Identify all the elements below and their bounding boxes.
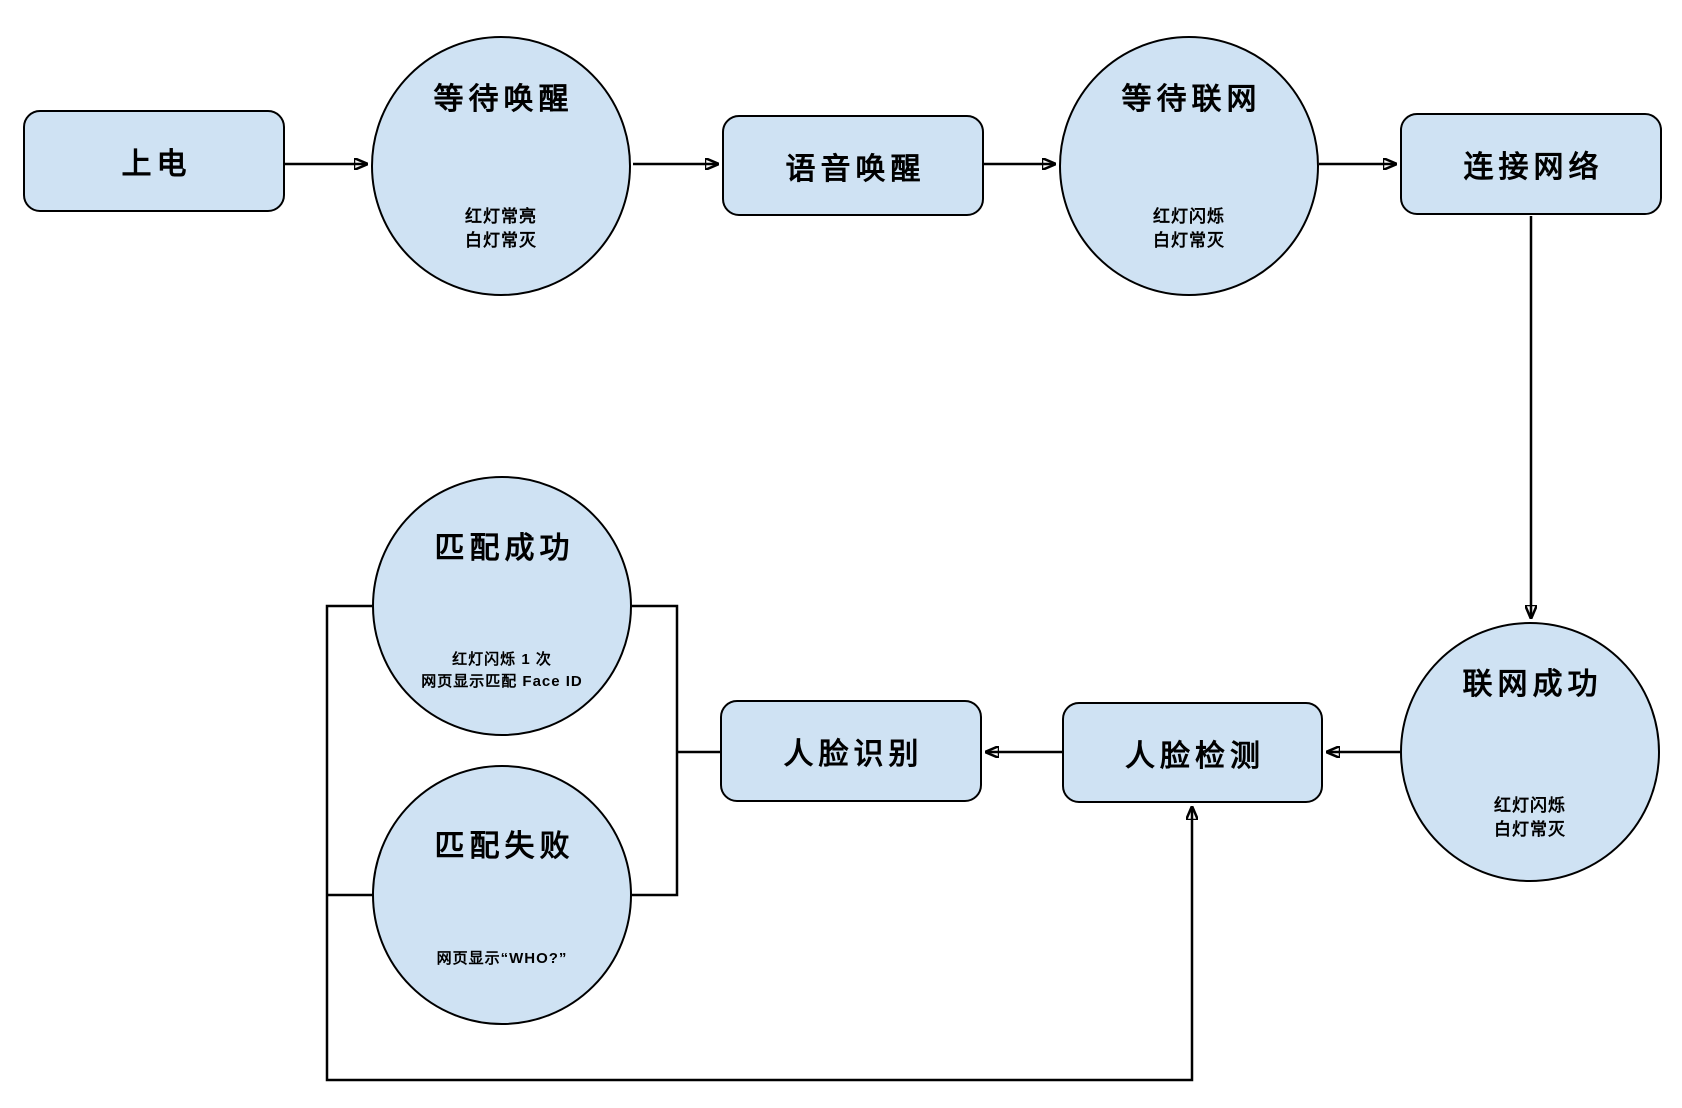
status-line: 红灯闪烁 [1153,207,1225,226]
node-face-detect: 人脸检测 [1062,702,1323,803]
node-face-recognize: 人脸识别 [720,700,982,802]
node-voice-wake-label: 语音唤醒 [785,152,926,186]
status-line: 红灯闪烁 1 次 [452,651,552,668]
node-wait-wake: 等待唤醒 红灯常亮 白灯常灭 [371,36,631,296]
status-line: 白灯常灭 [1494,820,1566,839]
status-line: 白灯常灭 [465,231,537,250]
node-wait-wake-status: 红灯常亮 白灯常灭 [343,205,659,253]
node-wait-network-label: 等待联网 [1121,83,1262,116]
node-connect-network-label: 连接网络 [1463,151,1604,184]
node-wait-network: 等待联网 红灯闪烁 白灯常灭 [1059,36,1319,296]
node-wait-network-status: 红灯闪烁 白灯常灭 [1031,205,1347,253]
status-line: 网页显示“WHO?” [436,950,568,967]
node-network-ok-label: 联网成功 [1462,668,1603,701]
node-match-success: 匹配成功 红灯闪烁 1 次 网页显示匹配 Face ID [372,476,632,736]
node-network-ok: 联网成功 红灯闪烁 白灯常灭 [1400,622,1660,882]
node-match-success-status: 红灯闪烁 1 次 网页显示匹配 Face ID [344,649,660,693]
node-power-on: 上电 [23,110,285,212]
edge-recognize-to-match-bracket [632,604,679,897]
node-network-ok-status: 红灯闪烁 白灯常灭 [1372,794,1682,842]
node-match-fail: 匹配失败 网页显示“WHO?” [372,765,632,1025]
node-match-success-label: 匹配成功 [434,532,575,565]
edge-match-loop-to-detect [325,604,1192,1082]
node-voice-wake: 语音唤醒 [722,115,984,216]
node-match-fail-status: 网页显示“WHO?” [344,948,660,970]
node-face-detect-label: 人脸检测 [1125,739,1265,773]
status-line: 红灯闪烁 [1494,796,1566,815]
node-face-recognize-label: 人脸识别 [783,738,924,771]
status-line: 白灯常灭 [1153,231,1225,250]
node-power-on-label: 上电 [121,148,192,181]
status-line: 红灯常亮 [465,207,537,226]
node-wait-wake-label: 等待唤醒 [433,83,574,116]
status-line: 网页显示匹配 Face ID [421,673,583,690]
node-match-fail-label: 匹配失败 [434,830,575,863]
node-connect-network: 连接网络 [1400,113,1662,215]
